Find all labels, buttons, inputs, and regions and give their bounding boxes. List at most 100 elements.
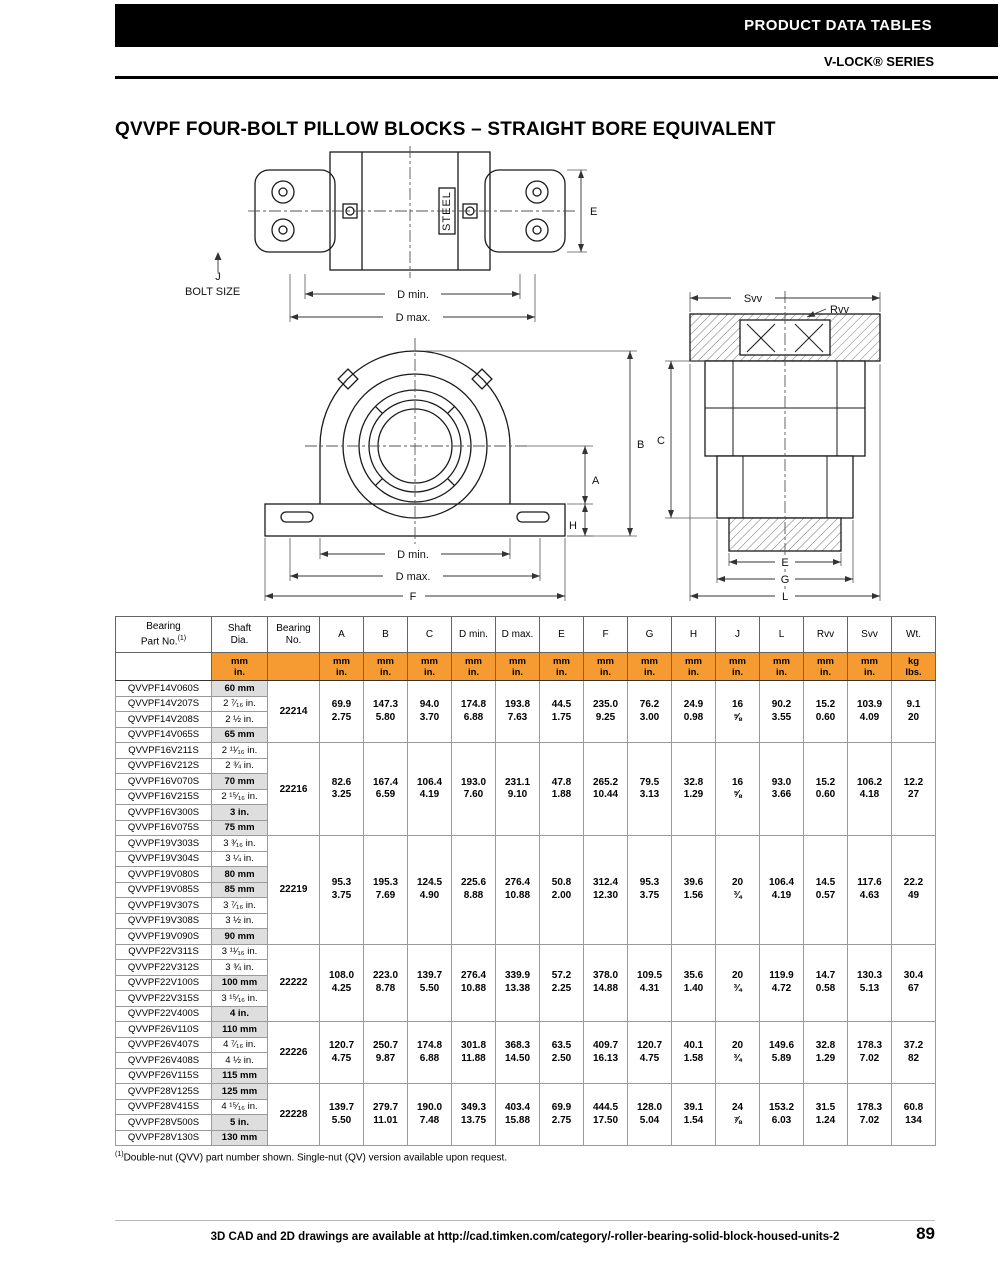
shaft-dia: 115 mm <box>211 1067 268 1084</box>
shaft-dia: 3 ¼ in. <box>211 850 268 867</box>
column-header-e: E <box>539 616 584 653</box>
part-number: QVVPF19V307S <box>115 897 212 914</box>
part-number: QVVPF22V315S <box>115 990 212 1007</box>
dim-label-h: H <box>569 520 577 532</box>
cad-link[interactable]: 3D CAD and 2D drawings are available at … <box>210 1231 840 1243</box>
column-header-svv: Svv <box>847 616 892 653</box>
part-number: QVVPF22V311S <box>115 943 212 960</box>
steel-tag-label: STEEL <box>441 191 453 231</box>
column-header-a: A <box>319 616 364 653</box>
dim-label-e-top: E <box>590 206 597 218</box>
part-number: QVVPF14V065S <box>115 726 212 743</box>
footnote: (1)Double-nut (QVV) part number shown. S… <box>115 1151 507 1163</box>
part-number: QVVPF19V308S <box>115 912 212 929</box>
footnote-text: Double-nut (QVV) part number shown. Sing… <box>123 1152 508 1164</box>
shaft-dia: 3 ¹⁵⁄₁₆ in. <box>211 990 268 1007</box>
shaft-dia: 3 ¹¹⁄₁₆ in. <box>211 943 268 960</box>
units-cell <box>115 652 212 681</box>
dim-label-rvv: Rvv <box>830 304 849 316</box>
shaft-dia: 3 ¾ in. <box>211 959 268 976</box>
bearing-no: 22214 <box>267 680 320 743</box>
shaft-dia: 70 mm <box>211 773 268 790</box>
part-number: QVVPF19V080S <box>115 866 212 883</box>
shaft-dia: 2 ½ in. <box>211 711 268 728</box>
shaft-dia: 3 ⁷⁄₁₆ in. <box>211 897 268 914</box>
part-number: QVVPF28V500S <box>115 1114 212 1131</box>
banner-text: PRODUCT DATA TABLES <box>744 17 932 34</box>
shaft-dia: 4 in. <box>211 1005 268 1022</box>
shaft-dia: 100 mm <box>211 974 268 991</box>
part-number: QVVPF26V408S <box>115 1052 212 1069</box>
dim-label-bolt-size: BOLT SIZE <box>185 286 240 298</box>
units-cell <box>267 652 320 681</box>
column-header-b: B <box>363 616 408 653</box>
part-number: QVVPF22V100S <box>115 974 212 991</box>
column-header-h: H <box>671 616 716 653</box>
part-number: QVVPF22V312S <box>115 959 212 976</box>
dim-label-f: F <box>410 591 417 603</box>
part-number: QVVPF14V207S <box>115 695 212 712</box>
shaft-dia: 3 ³⁄₁₆ in. <box>211 835 268 852</box>
column-header-c: C <box>407 616 452 653</box>
dim-label-b: B <box>637 439 644 451</box>
column-header-j: J <box>715 616 760 653</box>
